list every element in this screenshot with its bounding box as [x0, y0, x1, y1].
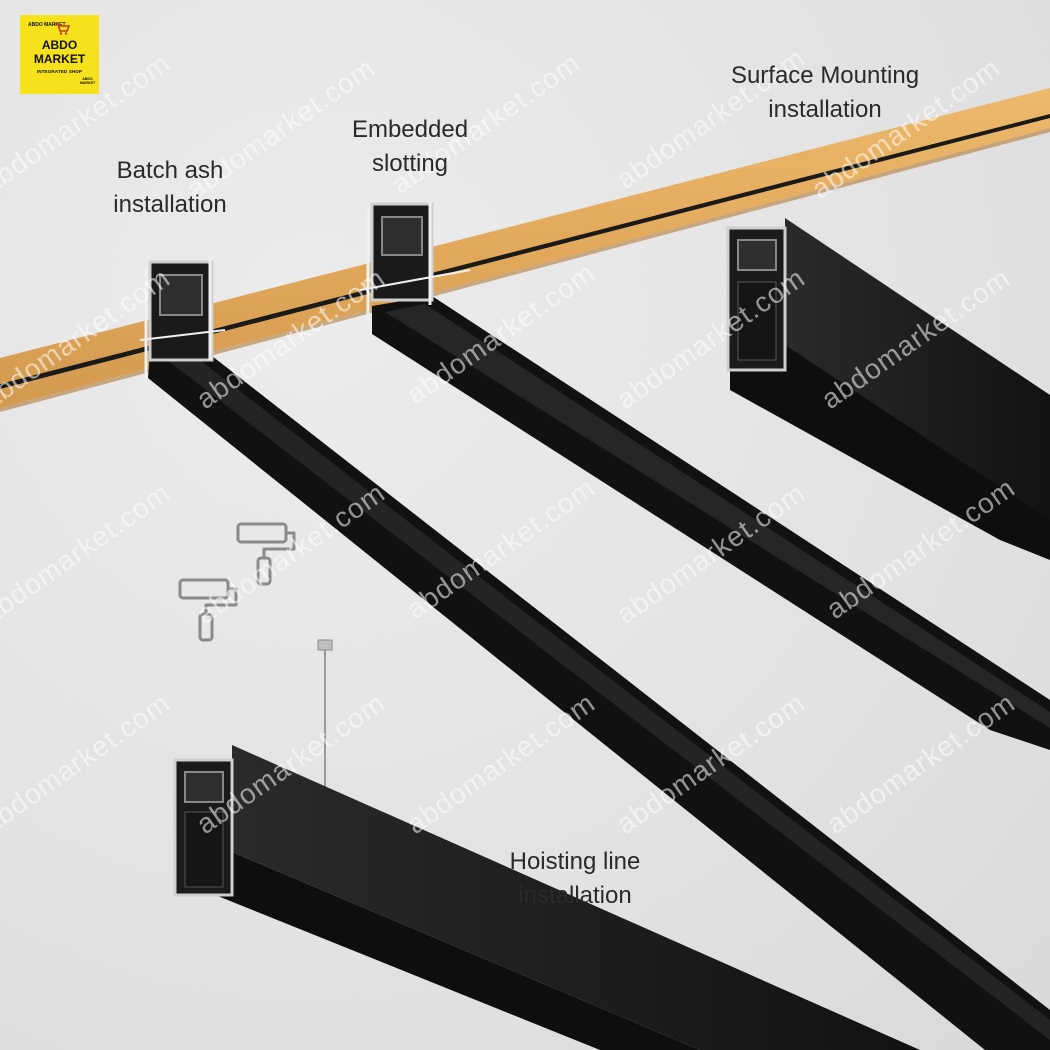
watermark: abdomarket.com: [191, 477, 391, 630]
track-batch-ash: [139, 258, 1050, 1050]
track-embedded-slotting: [359, 200, 1050, 750]
track-hoisting-line: [173, 639, 920, 1050]
watermark: abdomarket.com: [0, 687, 176, 840]
label-line: installation: [113, 191, 227, 218]
label-line: Hoisting line: [509, 848, 641, 875]
paint-roller-icon: [236, 522, 296, 586]
label-line: installation: [518, 882, 632, 909]
watermark: abdomarket.com: [401, 687, 601, 840]
watermark: abdomarket.com: [821, 687, 1021, 840]
logo-name-line2: MARKET: [33, 52, 86, 66]
logo-top-text: ABDO MARKET: [28, 22, 66, 28]
track-surface-mounting: [726, 218, 1050, 560]
paint-roller-icon: [178, 578, 238, 642]
label-line: installation: [768, 96, 882, 123]
logo-tagline: INTEGRATED SHOP: [36, 69, 83, 74]
shopping-cart-icon: [55, 23, 70, 35]
wooden-ceiling-board: [0, 88, 1050, 412]
label-line: Surface Mounting: [730, 62, 920, 89]
label-batch-ash-installation: Batch ash installation: [100, 154, 240, 222]
logo-badge: ABDO MARKET: [79, 77, 96, 85]
label-hoisting-line-installation: Hoisting line installation: [480, 845, 670, 913]
label-line: Batch ash: [116, 157, 224, 184]
logo-name-line1: ABDO: [41, 38, 78, 52]
label-line: Embedded: [351, 116, 469, 143]
abdo-market-logo: ABDO MARKET ABDO MARKET INTEGRATED SHOP …: [20, 15, 99, 94]
label-embedded-slotting: Embedded slotting: [330, 113, 490, 181]
label-line: slotting: [371, 150, 449, 177]
watermark: abdomarket.com: [0, 477, 176, 630]
label-surface-mounting-installation: Surface Mounting installation: [705, 59, 945, 127]
